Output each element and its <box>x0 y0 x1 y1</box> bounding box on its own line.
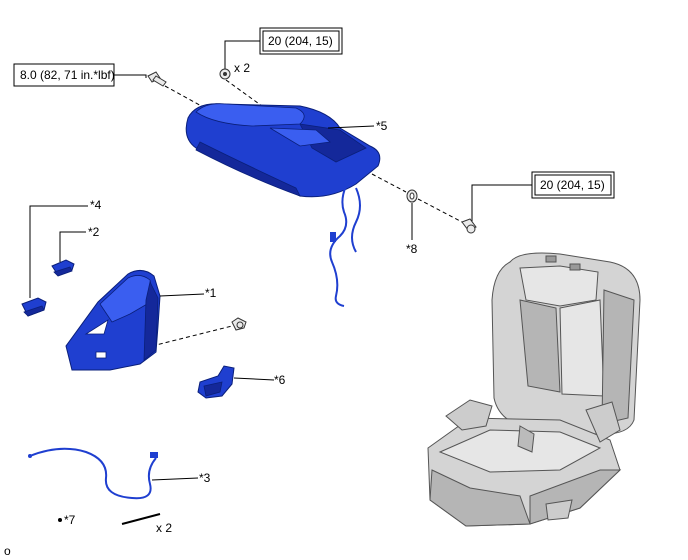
corner-mark: o <box>4 544 11 558</box>
washer-icon <box>406 189 418 203</box>
bolt-icon <box>461 218 477 234</box>
alignment-line <box>151 325 233 347</box>
part-3-leader <box>151 477 199 481</box>
nut-icon <box>219 68 231 80</box>
torque-spec-left: 8.0 (82, 71 in.*lbf) <box>13 63 115 87</box>
torque-left-leader <box>114 74 147 78</box>
torque-top-text: 20 (204, 15) <box>268 34 333 48</box>
label-part-6: *6 <box>274 373 286 387</box>
alignment-line <box>225 79 263 107</box>
label-part-5: *5 <box>376 119 388 133</box>
bracket-part-6 <box>197 365 235 399</box>
label-part-8: *8 <box>406 242 418 256</box>
label-part-7: *7 <box>64 513 76 527</box>
cushion-wire-harness <box>329 185 348 307</box>
bullet-icon <box>58 518 62 522</box>
label-part-4: *4 <box>90 198 102 212</box>
torque-top-leader <box>224 40 260 70</box>
part-1-leader <box>159 293 205 297</box>
clip-part-2 <box>51 259 75 277</box>
part-6-leader <box>233 377 275 381</box>
qty-top: x 2 <box>234 61 250 75</box>
alignment-line <box>417 198 463 223</box>
part-4-leader <box>29 205 88 298</box>
torque-right-leader <box>471 184 532 222</box>
torque-spec-right: 20 (204, 15) <box>531 171 615 199</box>
clip-part-7 <box>121 513 161 525</box>
alignment-line <box>371 173 407 193</box>
label-part-3: *3 <box>199 471 211 485</box>
alignment-line <box>164 85 206 109</box>
torque-spec-top: 20 (204, 15) <box>259 27 343 55</box>
label-part-2: *2 <box>88 225 100 239</box>
label-part-1: *1 <box>205 286 217 300</box>
connector-icon <box>150 452 158 458</box>
seat-cushion-part <box>185 103 381 198</box>
torque-left-text: 8.0 (82, 71 in.*lbf) <box>20 68 115 82</box>
seat-assembly-illustration <box>427 252 641 527</box>
connector-icon <box>330 232 336 242</box>
wire-harness-part-3 <box>29 447 157 500</box>
cushion-wire-harness <box>351 187 361 253</box>
side-cover-part <box>65 270 161 371</box>
connector-icon <box>28 454 32 458</box>
qty-bottom: x 2 <box>156 521 172 535</box>
clip-part-4 <box>21 297 47 317</box>
bolt-icon <box>147 71 167 87</box>
part-5-leader <box>327 125 375 129</box>
bolt-icon <box>231 317 247 331</box>
torque-right-text: 20 (204, 15) <box>540 178 605 192</box>
part-2-leader <box>59 231 86 262</box>
